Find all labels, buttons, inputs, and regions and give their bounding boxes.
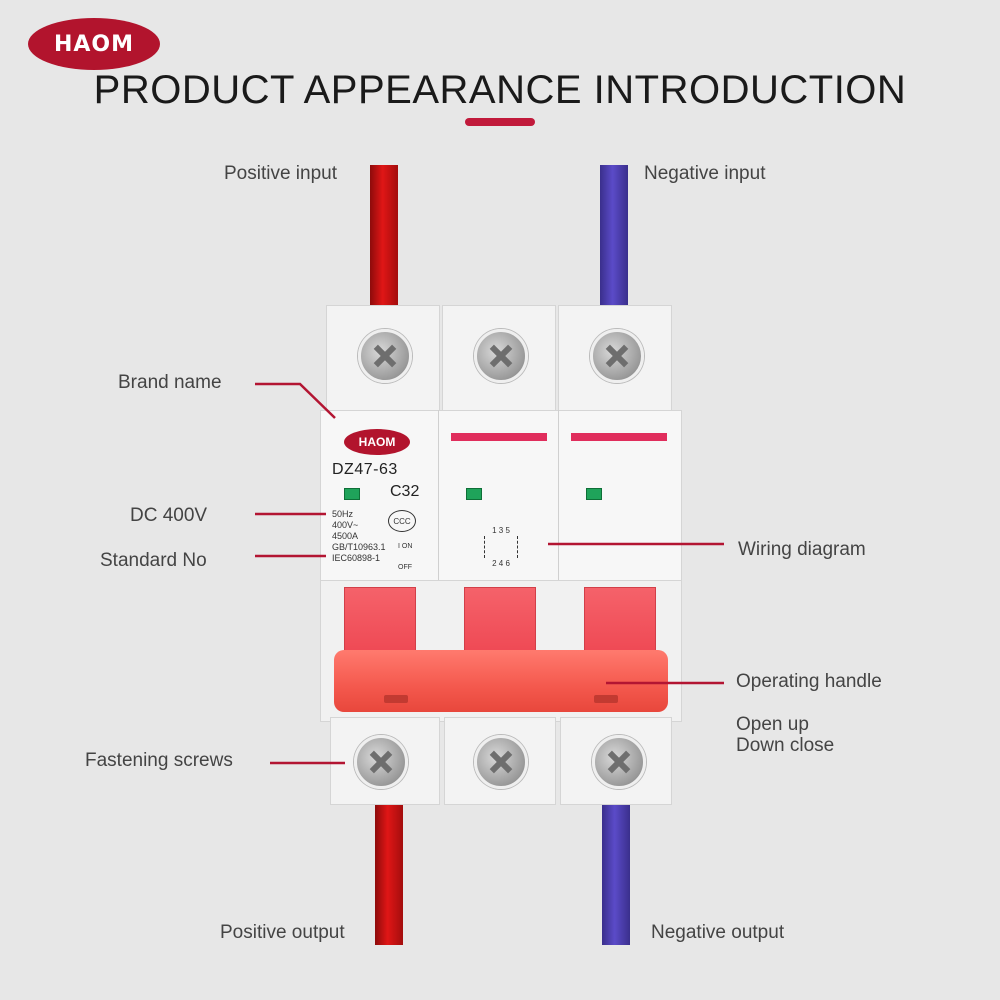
title-underline — [465, 118, 535, 126]
toggle-lever-2[interactable] — [464, 587, 536, 651]
top-screw-icon — [590, 329, 644, 383]
switch-on-text: I ON — [398, 543, 413, 550]
spec-capacity: 4500A — [332, 531, 359, 541]
bottom-screw-icon — [592, 735, 646, 789]
negative-input-wire — [600, 165, 628, 310]
handle-slot — [384, 695, 408, 703]
indicator-light-2 — [466, 488, 482, 500]
indicator-light-1 — [344, 488, 360, 500]
label-open-up: Open up — [736, 714, 809, 735]
positive-output-wire — [375, 795, 403, 945]
page-title: PRODUCT APPEARANCE INTRODUCTION — [93, 68, 907, 112]
wiring-diagram: 1 3 5 2 4 6 — [476, 525, 526, 569]
wiring-bottom-terminals: 2 4 6 — [492, 559, 510, 568]
label-down-close: Down close — [736, 735, 835, 756]
bottom-screw-icon — [474, 735, 528, 789]
bottom-screw-icon — [354, 735, 408, 789]
positive-input-wire — [370, 165, 398, 310]
leader-brand-name — [255, 382, 336, 419]
top-screw-icon — [474, 329, 528, 383]
wiring-top-terminals: 1 3 5 — [492, 526, 510, 535]
spec-standard-gb: GB/T10963.1 — [332, 542, 386, 552]
label-operating-handle: Operating handle — [736, 671, 882, 692]
label-wiring-diagram: Wiring diagram — [738, 539, 866, 560]
switch-off-text: OFF — [398, 564, 412, 571]
label-brand-name: Brand name — [118, 372, 222, 393]
pole-2-stripe — [451, 433, 547, 441]
label-standard-no: Standard No — [100, 550, 207, 571]
label-positive-input: Positive input — [224, 163, 338, 184]
label-negative-output: Negative output — [651, 922, 785, 943]
spec-freq: 50Hz — [332, 509, 354, 519]
top-screw-icon — [358, 329, 412, 383]
pole-3-stripe — [571, 433, 667, 441]
indicator-light-3 — [586, 488, 602, 500]
spec-voltage: 400V~ — [332, 520, 359, 530]
label-positive-output: Positive output — [220, 922, 345, 943]
ccc-mark-icon: CCC — [388, 510, 416, 532]
negative-output-wire — [602, 795, 630, 945]
breaker-logo: HAOM — [344, 429, 410, 455]
label-negative-input: Negative input — [644, 163, 766, 184]
label-fastening-screws: Fastening screws — [85, 750, 233, 771]
brand-logo: HAOM — [28, 18, 160, 70]
handle-slot — [594, 695, 618, 703]
label-dc-400v: DC 400V — [130, 505, 208, 526]
circuit-breaker: HAOM DZ47-63 C32 50Hz 400V~ 4500A GB/T10… — [320, 305, 682, 805]
rating-label: C32 — [390, 483, 420, 500]
model-number: DZ47-63 — [332, 461, 398, 478]
switch-marking: I ON OFF — [398, 541, 412, 573]
spec-list: 50Hz 400V~ 4500A GB/T10963.1 IEC60898-1 — [332, 509, 386, 564]
spec-standard-iec: IEC60898-1 — [332, 553, 381, 563]
